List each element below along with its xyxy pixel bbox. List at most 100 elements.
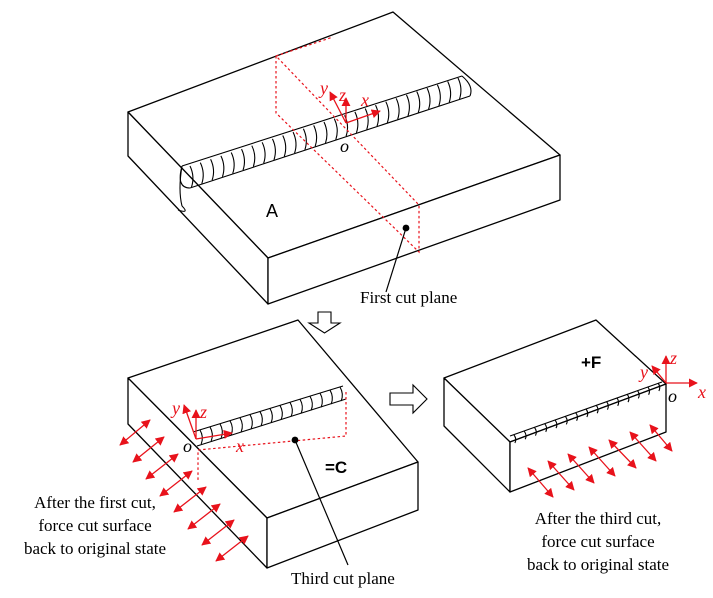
- weld-ripple: [271, 138, 276, 161]
- weld-ripple: [457, 77, 462, 100]
- force-arrow: [132, 436, 165, 463]
- weld-ripple: [436, 84, 441, 106]
- weld-ripple: [199, 162, 204, 184]
- weld-ripple: [239, 417, 243, 432]
- weld-ripple: [210, 158, 215, 181]
- weld-ripple: [241, 148, 246, 171]
- top-plate-right-face: [267, 154, 561, 305]
- weld-ripple: [523, 430, 527, 440]
- first-cut-plane-dashes: [275, 36, 420, 254]
- bottom-left-plate: [127, 319, 419, 569]
- bottom-left-axis-z: z: [199, 402, 207, 422]
- weld-ripple: [385, 101, 390, 123]
- after-first-cut-line3: back to original state: [24, 539, 166, 558]
- weld-ripple: [554, 419, 558, 429]
- weld-ripple: [575, 412, 579, 421]
- hollow-down-arrow-icon: [307, 311, 342, 334]
- first-cut-plane-outline: [275, 36, 420, 254]
- weld-ripple: [199, 429, 203, 445]
- weld-ripple: [292, 131, 297, 154]
- weld-ripple: [289, 402, 293, 417]
- top-plate: [127, 11, 561, 305]
- bottom-right-coordinate-axes: y z x o: [638, 348, 706, 406]
- weld-ripple: [364, 108, 369, 130]
- force-arrow: [547, 460, 575, 491]
- force-arrow: [173, 486, 207, 513]
- weld-ripple: [230, 152, 235, 174]
- third-cut-plane-label: Third cut plane: [291, 569, 395, 588]
- bottom-left-weld-bead: [192, 385, 347, 447]
- top-axis-o: o: [340, 136, 349, 156]
- third-cut-plane-outline: [197, 392, 347, 480]
- bottom-right-axis-o: o: [668, 386, 677, 406]
- after-third-cut-line3: back to original state: [527, 555, 669, 574]
- top-axis-z: z: [338, 85, 346, 105]
- bottom-right-plate: [443, 319, 667, 493]
- weld-ripple: [513, 434, 517, 444]
- bottom-left-axis-x: x: [235, 436, 244, 456]
- weld-ripple: [405, 94, 410, 117]
- after-third-cut-line1: After the third cut,: [535, 509, 662, 528]
- force-arrow: [527, 467, 554, 498]
- force-arrow: [629, 431, 657, 462]
- third-cut-plane-dashes: [197, 392, 347, 480]
- hollow-right-arrow-icon: [389, 383, 428, 415]
- first-cut-plane-leader: [385, 224, 410, 293]
- bottom-left-axis-y: y: [170, 398, 180, 418]
- force-arrow: [567, 453, 595, 484]
- force-arrow: [588, 446, 616, 477]
- weld-ripple: [279, 405, 283, 420]
- weld-ripple: [282, 135, 287, 157]
- bottom-right-axis-x: x: [697, 382, 706, 402]
- weld-ripple: [354, 111, 359, 134]
- weld-ripple: [249, 414, 253, 429]
- region-a-label: A: [266, 201, 278, 221]
- weld-ripple: [219, 423, 223, 439]
- weld-ripple: [189, 165, 194, 188]
- first-cut-force-arrows: [119, 419, 249, 562]
- weld-ripple: [220, 155, 225, 178]
- bottom-left-axis-o: o: [183, 436, 192, 456]
- force-arrow: [159, 470, 193, 497]
- plus-f-label: +F: [581, 353, 601, 372]
- force-arrow: [187, 503, 221, 530]
- weld-ripple: [269, 408, 273, 423]
- top-coordinate-axes: y z x o: [318, 78, 381, 156]
- weld-ripple: [616, 397, 620, 407]
- weld-ripple: [657, 382, 661, 392]
- weld-ripple: [426, 87, 431, 110]
- weld-ripple: [606, 401, 609, 410]
- weld-ripple: [595, 404, 599, 414]
- weld-ripple: [309, 395, 313, 411]
- weld-ripple: [447, 81, 452, 103]
- weld-ripple: [329, 389, 333, 405]
- force-arrow: [608, 439, 637, 469]
- force-arrow: [145, 453, 179, 480]
- after-first-cut-line1: After the first cut,: [34, 493, 156, 512]
- weld-ripple: [585, 408, 589, 418]
- bottom-left-coordinate-axes: y z x o: [170, 398, 244, 456]
- bottom-left-right-face: [266, 461, 419, 569]
- after-third-cut-line2: force cut surface: [541, 532, 654, 551]
- bottom-right-weld-bead: [509, 381, 663, 444]
- weld-ripple: [339, 386, 343, 402]
- top-weld-bead: [177, 75, 472, 212]
- after-first-cut-line2: force cut surface: [38, 516, 151, 535]
- weld-ripple: [302, 128, 307, 150]
- third-cut-force-arrows: [527, 424, 673, 498]
- bottom-right-axis-y: y: [638, 362, 648, 382]
- weld-ripple: [395, 98, 400, 120]
- weld-ripple: [251, 145, 256, 167]
- force-arrow: [119, 419, 151, 446]
- weld-ripple: [261, 142, 266, 164]
- top-axis-y: y: [318, 78, 328, 98]
- force-arrow: [201, 519, 235, 546]
- force-arrow: [215, 535, 249, 562]
- weld-ripple: [636, 390, 640, 399]
- weld-ripple: [564, 416, 568, 425]
- weld-ripple: [333, 118, 338, 140]
- weld-ripple: [647, 386, 651, 395]
- bottom-right-axis-z: z: [669, 348, 677, 368]
- weld-ripple: [319, 392, 323, 408]
